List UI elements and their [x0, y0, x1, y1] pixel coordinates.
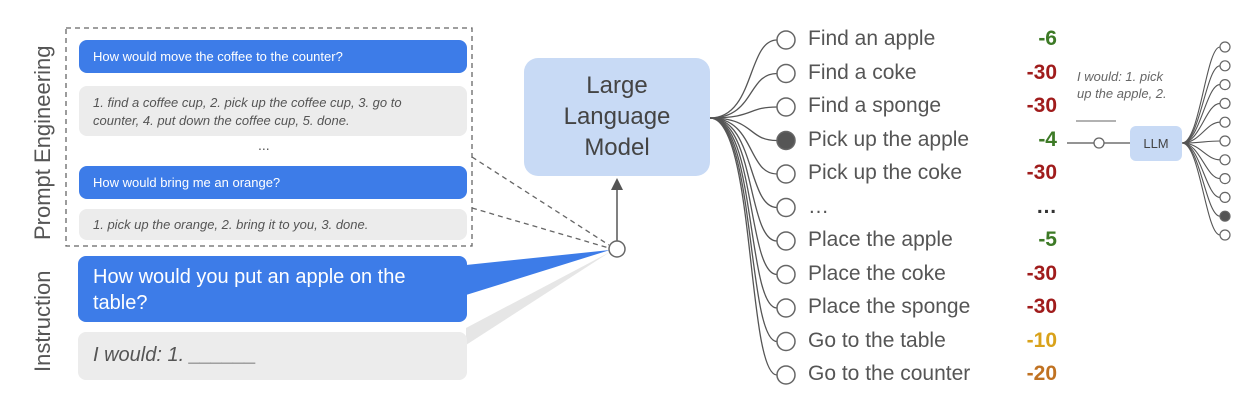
small-fan-branch [1181, 65, 1221, 144]
small-node [1219, 78, 1231, 91]
prompt-answer-1-line2: counter, 4. put down the coffee cup, 5. … [93, 113, 350, 128]
instruction-answer: I would: 1. ______ [78, 332, 467, 380]
fan-branch [709, 117, 778, 242]
small-node [1219, 154, 1231, 166]
small-node [1219, 60, 1231, 72]
action-score: -5 [1038, 228, 1057, 251]
prompt-answer-1: 1. find a coffee cup, 2. pick up the cof… [79, 86, 467, 136]
instruction-question-line2: table? [93, 292, 148, 314]
llm-line-1: Large [586, 72, 648, 99]
action-label: Pick up the apple [808, 127, 970, 151]
fan-branch [709, 117, 778, 142]
action-node [776, 365, 796, 385]
side-note-line1: I would: 1. pick [1077, 69, 1163, 84]
action-node [776, 30, 796, 50]
action-label: Go to the table [808, 328, 946, 352]
action-score: -30 [1026, 261, 1057, 285]
small-fan-branch [1181, 102, 1221, 144]
small-llm-box: LLM [1130, 126, 1182, 161]
action-label: … [808, 194, 829, 218]
prompt-question-1: How would move the coffee to the counter… [79, 40, 467, 73]
fan-branch [709, 117, 778, 175]
action-score: -30 [1026, 94, 1057, 117]
small-node [1219, 173, 1231, 185]
fan-branch [709, 117, 778, 209]
small-node [1219, 116, 1231, 128]
dashed-connector-top [471, 156, 610, 246]
instruction-question: How would you put an apple on the table? [78, 256, 467, 322]
small-node [1219, 41, 1231, 53]
small-fan-branch [1181, 142, 1221, 198]
action-node-selected [776, 130, 796, 151]
fan-branch [709, 117, 778, 343]
action-node [776, 197, 796, 218]
prompt-frame [65, 27, 473, 247]
small-output-fan [1181, 41, 1231, 241]
llm-line-2: Language [563, 103, 671, 130]
instruction-funnel [466, 250, 610, 295]
small-node [1219, 191, 1231, 203]
fan-branch [709, 117, 778, 309]
fan-branch [709, 72, 778, 119]
action-score: … [1036, 194, 1057, 218]
fan-branch [709, 117, 778, 376]
action-score: -4 [1038, 127, 1057, 151]
llm-line-3: Model [584, 134, 650, 161]
input-node [608, 240, 626, 258]
action-label: Go to the counter [808, 362, 971, 385]
action-label: Place the apple [808, 228, 953, 251]
action-node [776, 231, 796, 251]
small-fan-branch [1181, 142, 1221, 236]
action-node [776, 97, 796, 117]
action-label: Find a coke [808, 60, 917, 84]
action-label: Find an apple [808, 27, 936, 50]
action-fan [709, 30, 796, 385]
action-score: -30 [1026, 60, 1057, 84]
action-score: -30 [1026, 295, 1057, 318]
action-node [776, 264, 796, 285]
prompt-answer-2: 1. pick up the orange, 2. bring it to yo… [79, 209, 467, 240]
dashed-connector-bottom [471, 207, 610, 249]
prompt-question-2: How would bring me an orange? [79, 166, 467, 199]
small-fan-branch [1181, 46, 1221, 144]
action-node [776, 331, 796, 352]
action-label: Pick up the coke [808, 161, 963, 184]
answer-funnel [466, 252, 610, 345]
side-note: I would: 1. pick up the apple, 2. [1077, 68, 1167, 102]
action-score: -10 [1026, 328, 1057, 352]
small-node [1219, 135, 1231, 147]
input-arrow-head [611, 178, 623, 190]
action-label: Place the sponge [808, 295, 971, 318]
action-node [776, 63, 796, 84]
fan-branch [709, 39, 778, 119]
prompt-engineering-label: Prompt Engineering [30, 45, 55, 240]
action-score: -30 [1026, 161, 1057, 184]
small-input-node [1093, 137, 1105, 149]
action-score: -6 [1038, 27, 1057, 50]
fan-branch [709, 117, 778, 276]
llm-box: Large Language Model [524, 58, 710, 176]
instruction-label: Instruction [30, 270, 55, 373]
prompt-answer-1-line1: 1. find a coffee cup, 2. pick up the cof… [93, 95, 402, 110]
small-node [1219, 97, 1231, 110]
small-node [1219, 229, 1231, 241]
action-label: Place the coke [808, 261, 946, 285]
small-fan-branch [1181, 142, 1221, 217]
instruction-question-line1: How would you put an apple on the [93, 266, 406, 288]
small-node-selected [1219, 210, 1231, 222]
action-score: -20 [1026, 362, 1057, 385]
side-note-line2: up the apple, 2. [1077, 86, 1167, 101]
fan-branch [709, 106, 778, 119]
action-node [776, 298, 796, 318]
action-label: Find a sponge [808, 94, 942, 117]
action-node [776, 164, 796, 184]
prompt-ellipsis: ... [258, 137, 270, 153]
